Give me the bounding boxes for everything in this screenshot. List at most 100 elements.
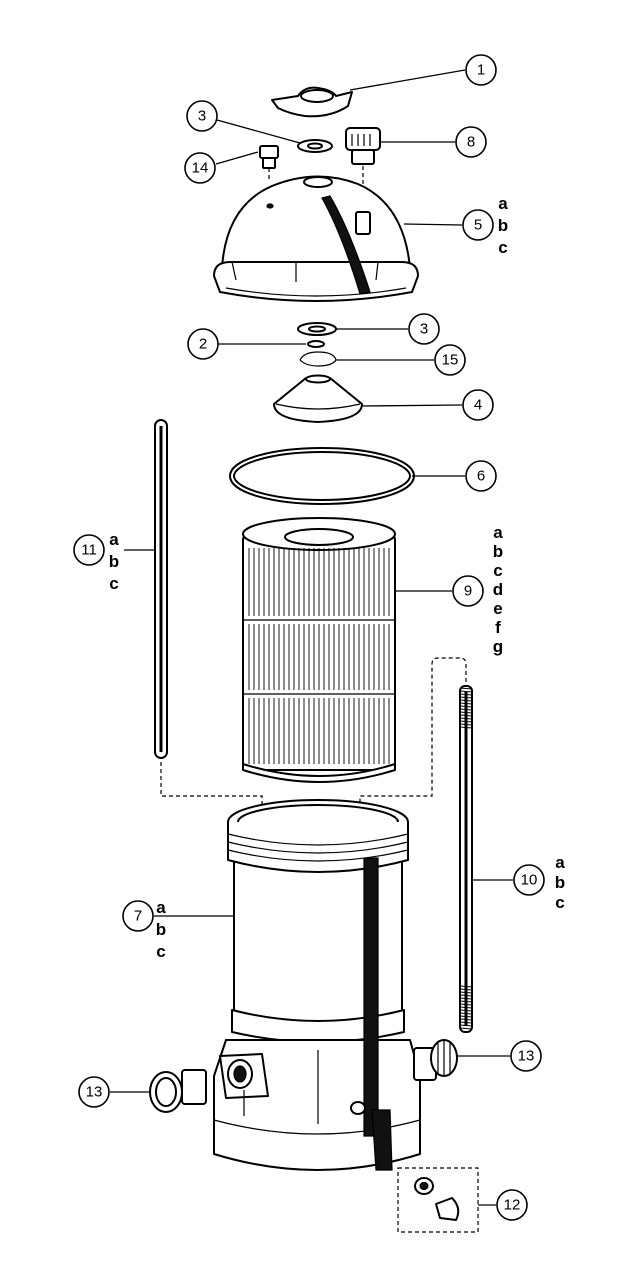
callout-number: 8: [467, 134, 475, 151]
callout-13-right: 13: [510, 1040, 542, 1072]
callout-number: 1: [477, 62, 485, 79]
callout-10-variant-c: c: [555, 893, 564, 912]
callout-number: 2: [199, 336, 207, 353]
callout-1: 1: [465, 54, 497, 86]
callout-9-variant-c: c: [493, 561, 502, 580]
callout-5: 5: [462, 209, 494, 241]
callout-11: 11: [73, 534, 105, 566]
callout-number: 4: [474, 397, 482, 414]
thread-line: [459, 1027, 473, 1030]
callout-7-variant-a: a: [156, 898, 166, 917]
thread-line: [459, 720, 473, 723]
callout-number: 3: [198, 108, 206, 125]
thread-line: [459, 1021, 473, 1024]
callout-11-variant-c: c: [109, 574, 118, 593]
callout-number: 15: [442, 352, 459, 369]
thread-line: [459, 690, 473, 693]
callout-10-variant-b: b: [555, 873, 565, 892]
callout-9-variant-a: a: [493, 523, 503, 542]
callout-5-variant-b: b: [498, 216, 508, 235]
rod-threads: [459, 687, 473, 1030]
part-washer-upper: [297, 139, 333, 153]
callout-11-variant-b: b: [109, 552, 119, 571]
callout-7-variant-b: b: [156, 920, 166, 939]
callout-number: 6: [477, 468, 485, 485]
thread-line: [459, 1000, 473, 1003]
thread-line: [459, 994, 473, 997]
thread-line: [459, 699, 473, 702]
callout-12: 12: [496, 1189, 528, 1221]
thread-line: [459, 705, 473, 708]
callout-11-variant-a: a: [109, 530, 119, 549]
part-drain-cap-left: [149, 1069, 207, 1113]
part-drain-cap-right: [413, 1039, 458, 1081]
callout-3-lower: 3: [408, 313, 440, 345]
part-retaining-clip: [299, 351, 337, 367]
callout-5-variant-a: a: [498, 194, 508, 213]
thread-line: [459, 988, 473, 991]
thread-line: [459, 1018, 473, 1021]
part-small-o-ring: [307, 340, 325, 348]
callout-13-left: 13: [78, 1076, 110, 1108]
part-large-o-ring: [229, 447, 415, 505]
thread-line: [459, 702, 473, 705]
callout-number: 5: [474, 217, 482, 234]
callout-9-variant-d: d: [493, 580, 503, 599]
thread-line: [459, 696, 473, 699]
part-lid-knob: [271, 86, 353, 118]
part-tie-rod-right: [459, 685, 473, 1033]
callout-15: 15: [434, 344, 466, 376]
callout-9-variant-e: e: [493, 599, 502, 618]
callout-8: 8: [455, 126, 487, 158]
thread-line: [459, 717, 473, 720]
callout-number: 12: [504, 1197, 521, 1214]
thread-line: [459, 1006, 473, 1009]
callout-2: 2: [187, 328, 219, 360]
part-air-relief-valve: [345, 127, 381, 165]
thread-line: [459, 714, 473, 717]
callout-9: 9: [452, 575, 484, 607]
thread-line: [459, 693, 473, 696]
thread-line: [459, 1024, 473, 1027]
thread-line: [459, 991, 473, 994]
callout-6: 6: [465, 460, 497, 492]
part-filter-lid-dome: [213, 175, 419, 302]
callout-number: 11: [81, 542, 97, 559]
callout-14: 14: [184, 152, 216, 184]
part-diffuser-cone: [273, 374, 363, 423]
thread-line: [459, 1009, 473, 1012]
part-plug-kit: [397, 1167, 479, 1233]
thread-line: [459, 711, 473, 714]
part-tie-rod-left: [154, 419, 168, 759]
callout-9-variant-f: f: [495, 618, 501, 637]
leader-lines: [110, 69, 513, 1206]
part-filter-tank: [213, 799, 421, 1171]
thread-line: [459, 997, 473, 1000]
thread-line: [459, 687, 473, 690]
callout-10-variant-a: a: [555, 853, 565, 872]
thread-line: [459, 1015, 473, 1018]
callout-3-upper: 3: [186, 100, 218, 132]
thread-line: [459, 1003, 473, 1006]
callout-7: 7: [122, 900, 154, 932]
callout-5-variant-c: c: [498, 238, 507, 257]
callout-4: 4: [462, 389, 494, 421]
thread-line: [459, 985, 473, 988]
callout-10: 10: [513, 864, 545, 896]
callout-9-variant-b: b: [493, 542, 503, 561]
callout-7-variant-c: c: [156, 942, 165, 961]
callout-number: 13: [518, 1048, 535, 1065]
callout-number: 9: [464, 583, 472, 600]
callout-number: 14: [192, 160, 209, 177]
callout-number: 13: [86, 1084, 103, 1101]
callout-9-variant-g: g: [493, 637, 503, 656]
thread-line: [459, 708, 473, 711]
callout-number: 3: [420, 321, 428, 338]
alignment-line-right: [359, 657, 467, 850]
thread-line: [459, 723, 473, 726]
thread-line: [459, 726, 473, 729]
thread-line: [459, 1012, 473, 1015]
cartridge-pleats: [248, 548, 390, 764]
callout-number: 7: [134, 908, 142, 925]
